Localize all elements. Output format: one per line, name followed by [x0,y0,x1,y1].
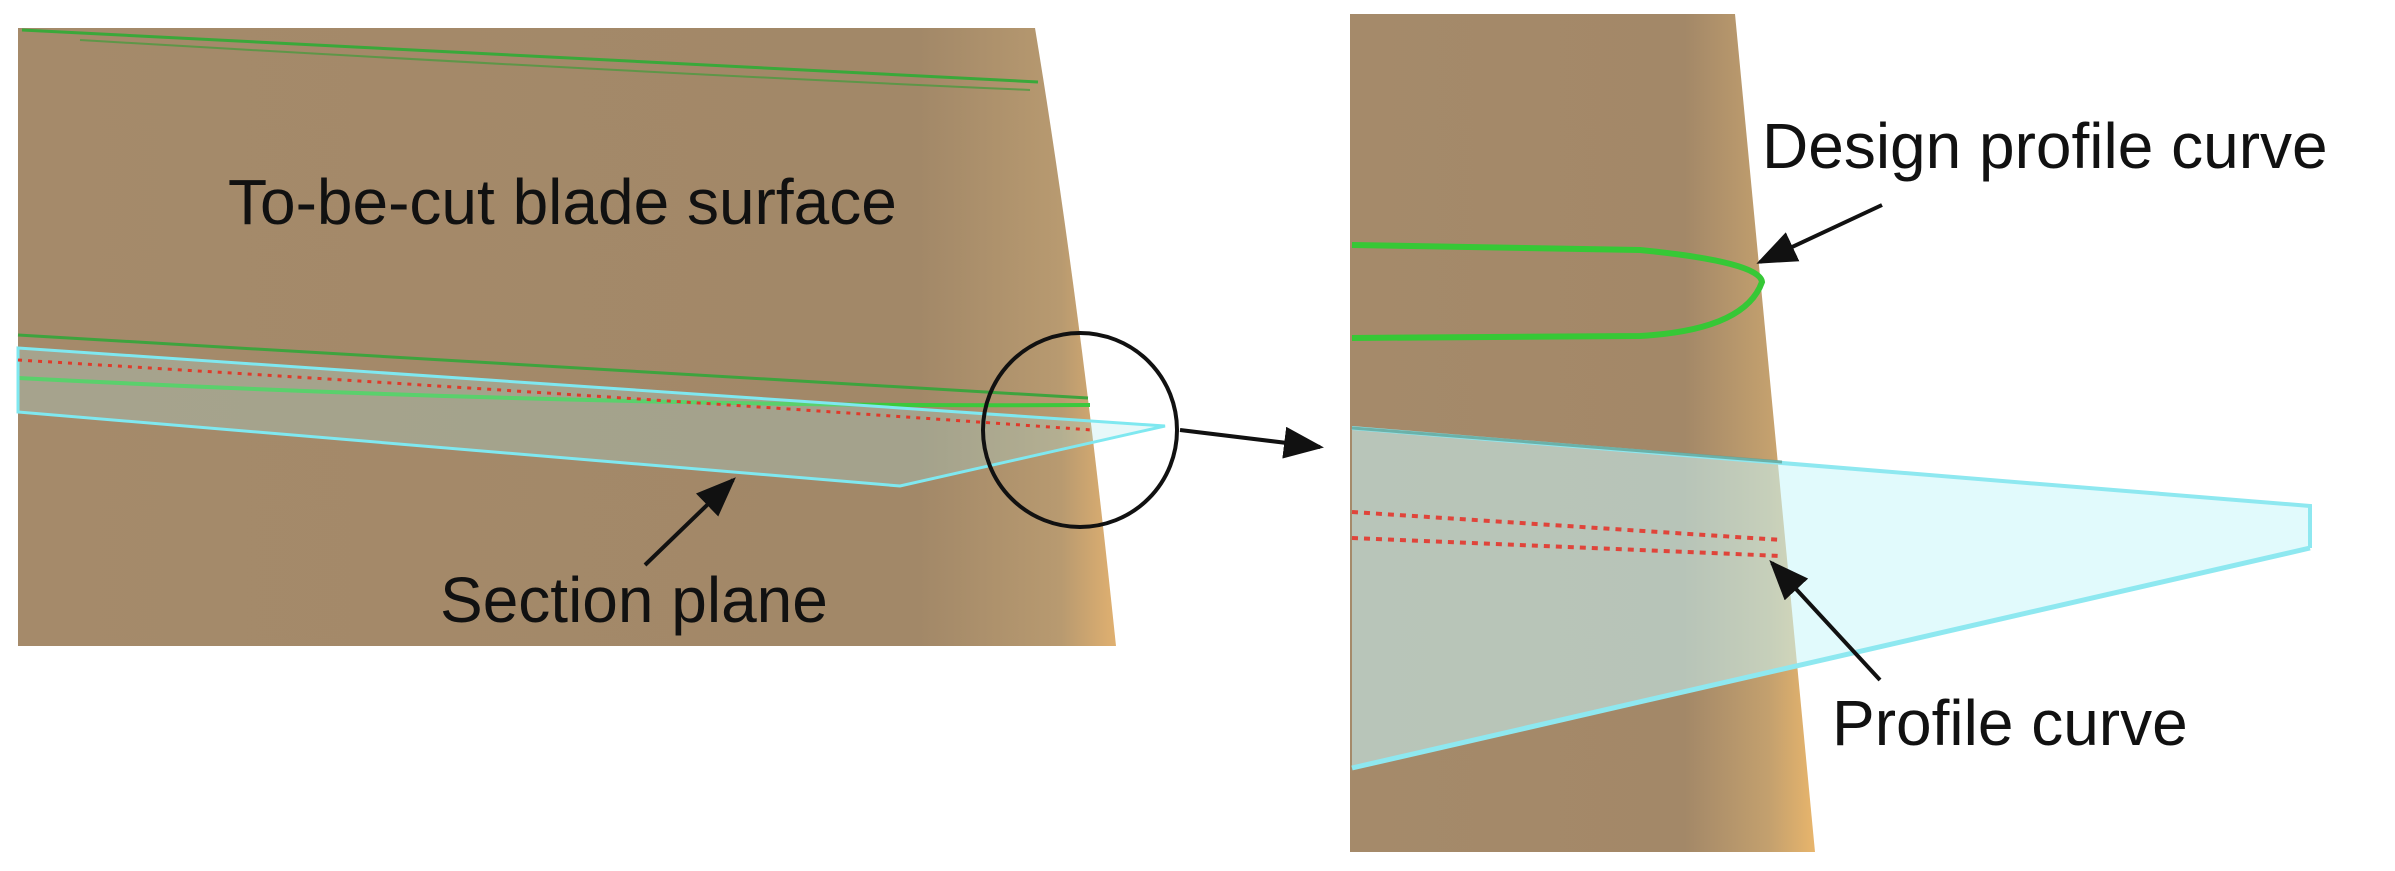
section-plane-zoom-lower-edge [1351,545,2311,771]
design-profile-label: Design profile curve [1762,110,2328,182]
zoom-arrow [1179,426,1324,459]
blade-surface-label: To-be-cut blade surface [228,166,897,238]
design-curve-middle-lower [17,376,1091,408]
zoom-circle [981,331,1179,529]
left-panel: To-be-cut blade surface Section plane [16,28,1324,646]
design-curve-upper [21,28,1039,84]
section-plane-arrow [643,477,736,567]
profile-curve-label: Profile curve [1832,687,2188,759]
design-curve-upper-inner [79,39,1031,91]
section-plane-zoom-top-edge [1351,426,1783,464]
section-plane-left [16,346,1166,488]
blade-surface-left [18,28,1116,646]
design-profile-curve [1351,242,1766,341]
profile-curve-left [17,358,1093,432]
section-plane-label: Section plane [440,564,828,636]
section-plane-zoom [1352,428,2310,768]
design-curve-middle [17,333,1089,400]
design-profile-arrow [1756,203,1883,264]
zoom-panel: Design profile curve Profile curve [1350,14,2328,852]
profile-curve-arrow [1769,560,1882,682]
